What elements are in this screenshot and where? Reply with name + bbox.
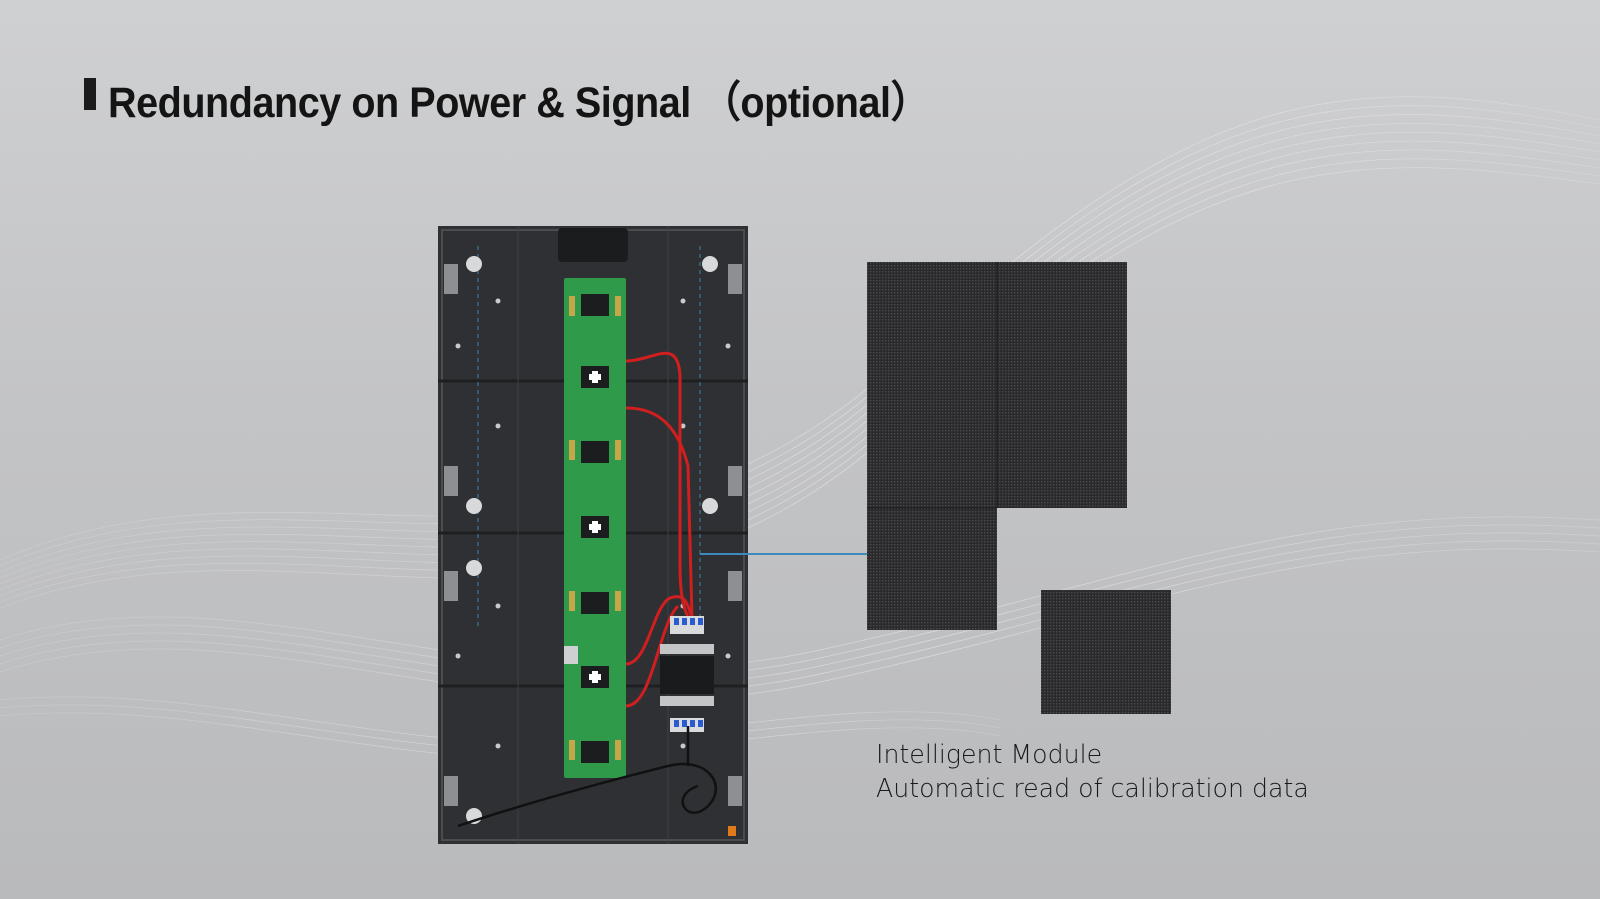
led-cabinet-back-image xyxy=(438,226,748,844)
page-title: Redundancy on Power & Signal （optional） xyxy=(108,79,930,127)
title-marker-icon xyxy=(84,78,96,110)
connector-line xyxy=(700,553,926,555)
caption-line-1: Intelligent Module xyxy=(876,740,1103,770)
hub-board xyxy=(564,278,626,778)
caption: Intelligent Module Automatic read of cal… xyxy=(876,738,1322,806)
led-modules-image xyxy=(867,262,1171,714)
caption-line-2: Automatic read of calibration data xyxy=(876,774,1309,804)
